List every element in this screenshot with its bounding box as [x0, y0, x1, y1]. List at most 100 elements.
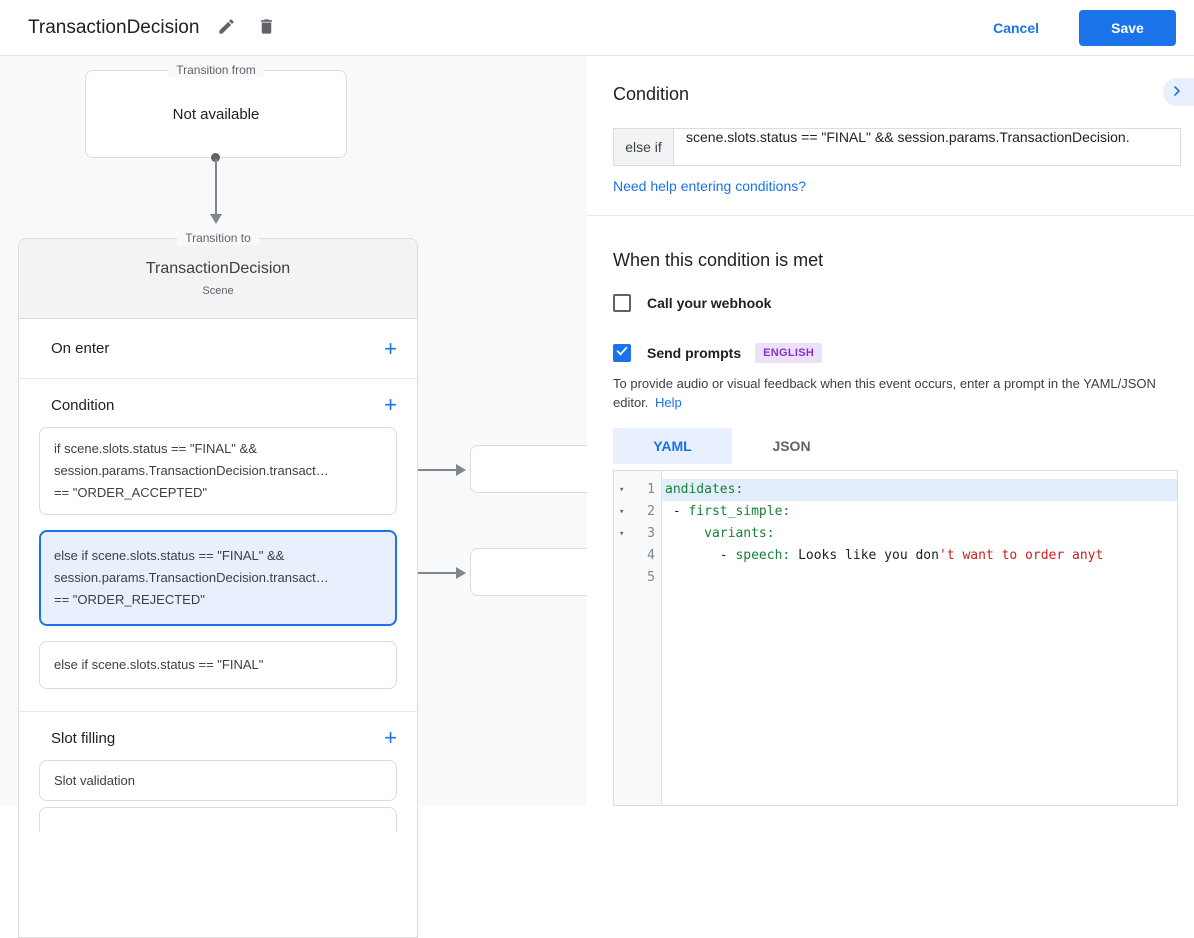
- fold-arrow-icon[interactable]: ▾: [619, 529, 625, 539]
- feedback-text: To provide audio or visual feedback when…: [613, 374, 1169, 412]
- fold-spacer: [614, 567, 634, 589]
- condition-text: session.params.TransactionDecision.trans…: [54, 463, 329, 478]
- call-webhook-label: Call your webhook: [647, 295, 772, 311]
- editor-line: 5: [614, 567, 1177, 589]
- call-webhook-checkbox[interactable]: [613, 294, 631, 312]
- arrow-right-icon: [456, 567, 466, 579]
- slot-validation-card[interactable]: Slot validation: [39, 760, 397, 801]
- chevron-right-icon: [1169, 83, 1185, 102]
- condition-section: Condition + if scene.slots.status == "FI…: [19, 379, 417, 712]
- scene-card-header[interactable]: TransactionDecision Scene: [19, 239, 417, 319]
- slot-filling-label: Slot filling: [51, 729, 116, 747]
- fold-spacer: [614, 545, 634, 567]
- condition-input-group: else if scene.slots.status == "FINAL" &&…: [613, 128, 1181, 166]
- condition-text: else if scene.slots.status == "FINAL" &&: [54, 548, 285, 563]
- code-segment: -: [665, 504, 689, 519]
- line-number: 4: [647, 548, 655, 563]
- pencil-icon: [217, 17, 236, 39]
- top-bar: TransactionDecision Cancel Save: [0, 0, 1194, 56]
- code-segment: 't want to order anyt: [938, 548, 1104, 563]
- yaml-code-editor[interactable]: ▾ 1 andidates: ▾ 2 - first_simple: ▾ 3 variant…: [613, 470, 1178, 806]
- editor-line: ▾ 2 - first_simple:: [614, 501, 1177, 523]
- code-segment: variants:: [704, 526, 775, 541]
- panel-divider: [587, 215, 1194, 216]
- feedback-text-body: To provide audio or visual feedback when…: [613, 376, 1156, 410]
- arrow-down-icon: [210, 214, 222, 224]
- scene-card: Transition to TransactionDecision Scene …: [18, 231, 418, 938]
- editor-line: 4 - speech: Looks like you don't want to…: [614, 545, 1177, 567]
- send-prompts-label: Send prompts: [647, 345, 742, 361]
- editor-line: ▾ 1 andidates:: [614, 479, 1177, 501]
- code-segment: first_simple:: [688, 504, 791, 519]
- code-line-content[interactable]: variants:: [662, 523, 1177, 545]
- transition-target-box[interactable]: [470, 445, 600, 493]
- send-prompts-checkbox[interactable]: [613, 344, 631, 362]
- code-segment: andidates:: [665, 482, 744, 497]
- transition-from-content: Not available: [172, 105, 260, 123]
- condition-editor-panel: Condition else if scene.slots.status == …: [587, 56, 1194, 806]
- condition-input[interactable]: scene.slots.status == "FINAL" && session…: [673, 128, 1181, 166]
- condition-card-accepted[interactable]: if scene.slots.status == "FINAL" && sess…: [39, 427, 397, 515]
- send-prompts-row: Send prompts ENGLISH: [613, 343, 823, 363]
- transition-from-label: Transition from: [168, 63, 264, 77]
- on-enter-row: On enter +: [19, 319, 417, 379]
- fold-arrow-icon[interactable]: ▾: [619, 485, 625, 495]
- connector-dot: [211, 153, 220, 162]
- tab-yaml[interactable]: YAML: [613, 428, 732, 464]
- code-segment: Looks like you don: [790, 548, 939, 563]
- feedback-help-link[interactable]: Help: [655, 395, 682, 410]
- edit-button[interactable]: [209, 11, 243, 45]
- condition-card-final[interactable]: else if scene.slots.status == "FINAL": [39, 641, 397, 689]
- on-enter-label: On enter: [51, 340, 110, 357]
- code-line-content[interactable]: [662, 567, 1177, 589]
- code-line-content[interactable]: - speech: Looks like you don't want to o…: [662, 545, 1177, 567]
- cancel-button[interactable]: Cancel: [977, 12, 1055, 44]
- conditions-help-link[interactable]: Need help entering conditions?: [613, 178, 807, 194]
- connector-line: [402, 572, 457, 574]
- add-condition-button[interactable]: +: [384, 392, 397, 417]
- transition-from-box[interactable]: Transition from Not available: [85, 63, 347, 158]
- line-number: 3: [647, 526, 655, 541]
- editor-lines: ▾ 1 andidates: ▾ 2 - first_simple: ▾ 3 variant…: [614, 471, 1177, 589]
- scene-type: Scene: [202, 285, 234, 297]
- editor-gutter: [614, 471, 662, 805]
- transition-to-label: Transition to: [177, 231, 259, 245]
- connector-line: [215, 159, 217, 214]
- editor-tabs: YAML JSON: [613, 428, 851, 464]
- line-number: 5: [647, 570, 655, 585]
- arrow-right-icon: [456, 464, 466, 476]
- save-button[interactable]: Save: [1079, 9, 1176, 46]
- delete-button[interactable]: [249, 11, 283, 45]
- check-icon: [615, 344, 629, 363]
- slot-filling-section: Slot filling + Slot validation: [19, 712, 417, 832]
- tab-json[interactable]: JSON: [732, 428, 851, 464]
- condition-text: == "ORDER_ACCEPTED": [54, 485, 207, 500]
- webhook-row: Call your webhook: [613, 294, 771, 312]
- condition-card-rejected-selected[interactable]: else if scene.slots.status == "FINAL" &&…: [39, 530, 397, 626]
- condition-section-label: Condition: [51, 396, 115, 414]
- trash-icon: [257, 17, 276, 39]
- collapse-panel-button[interactable]: [1163, 78, 1194, 106]
- connector-line: [402, 469, 457, 471]
- page-title: TransactionDecision: [28, 16, 200, 38]
- editor-line: ▾ 3 variants:: [614, 523, 1177, 545]
- condition-text: == "ORDER_REJECTED": [54, 592, 205, 607]
- line-number: 2: [647, 504, 655, 519]
- scene-name: TransactionDecision: [145, 260, 291, 277]
- condition-prefix-label: else if: [613, 128, 673, 166]
- code-line-content[interactable]: andidates:: [662, 479, 1177, 501]
- language-badge: ENGLISH: [755, 343, 823, 363]
- code-segment: speech:: [735, 548, 791, 563]
- add-slot-button[interactable]: +: [384, 725, 397, 750]
- line-number: 1: [647, 482, 655, 497]
- add-on-enter-button[interactable]: +: [384, 335, 397, 361]
- condition-text: session.params.TransactionDecision.trans…: [54, 570, 329, 585]
- fold-arrow-icon[interactable]: ▾: [619, 507, 625, 517]
- slot-card-partial[interactable]: [39, 807, 397, 832]
- condition-panel-title: Condition: [613, 84, 690, 104]
- code-segment: [665, 526, 704, 541]
- code-line-content[interactable]: - first_simple:: [662, 501, 1177, 523]
- transition-target-box[interactable]: [470, 548, 600, 596]
- condition-text: else if scene.slots.status == "FINAL": [54, 657, 264, 672]
- when-condition-title: When this condition is met: [613, 250, 824, 270]
